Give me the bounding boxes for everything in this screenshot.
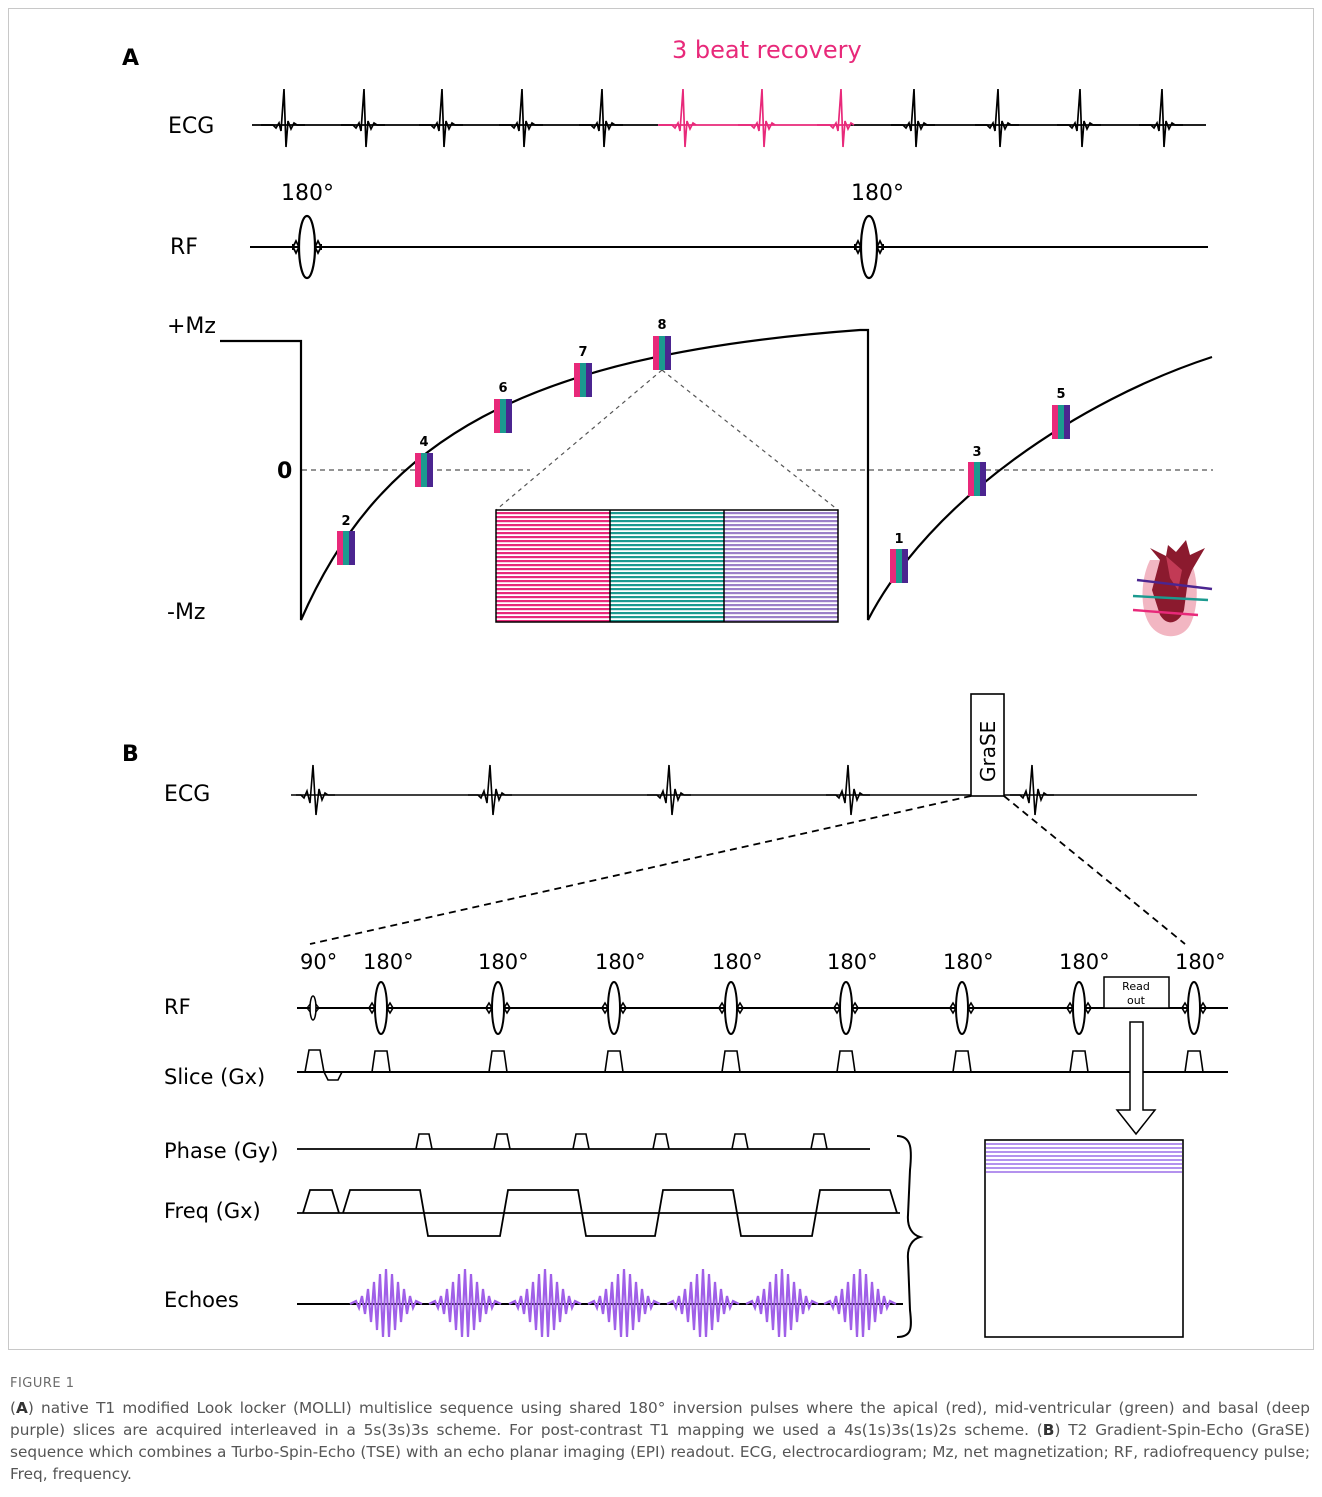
readout-number-8: 8 — [657, 318, 666, 333]
pulse-label-180-2: 180° — [478, 950, 529, 974]
readout-label-line1: Read — [1122, 980, 1150, 993]
readout-marker-2 — [337, 531, 355, 565]
mid-kspace — [610, 510, 724, 622]
readout-number-4: 4 — [419, 435, 428, 450]
caption-a-letter: A — [15, 1399, 28, 1417]
slice-crusher-gradient — [604, 1050, 624, 1073]
ecg-label-b: ECG — [164, 782, 210, 807]
figure-caption: FIGURE 1 (A) native T1 modified Look loc… — [10, 1376, 1310, 1485]
phase-gy-label: Phase (Gy) — [164, 1139, 278, 1163]
slice-gx-label: Slice (Gx) — [164, 1065, 265, 1089]
readout-number-2: 2 — [341, 514, 350, 529]
ecg-beat — [825, 764, 871, 816]
readout-number-3: 3 — [972, 445, 981, 460]
ecg-beat — [290, 764, 336, 816]
pulse-label-180-5: 180° — [827, 950, 878, 974]
pulse-label-180-4: 180° — [712, 950, 763, 974]
grase-window — [970, 693, 1005, 797]
readout-number-7: 7 — [578, 345, 587, 360]
epi-readout-gradient — [302, 1189, 898, 1237]
ecg-beat — [498, 88, 544, 148]
inversion-pulse-label-1: 180° — [281, 181, 334, 206]
caption-b-text: ) T2 Gradient-Spin-Echo (GraSE) sequence… — [10, 1421, 1310, 1483]
freq-gx-label: Freq (Gx) — [164, 1199, 261, 1223]
ecg-beat — [1138, 88, 1184, 148]
grase-label: GraSE — [976, 721, 1000, 782]
pulse-label-180-7: 180° — [1059, 950, 1110, 974]
readout-marker-1 — [890, 549, 908, 583]
mz-negative-label: -Mz — [167, 600, 205, 625]
basal-kspace — [724, 510, 838, 622]
mz-positive-label: +Mz — [167, 314, 216, 339]
ecg-beat — [1009, 764, 1055, 816]
grase-zoom-line-right — [1003, 795, 1186, 945]
readout-marker-8 — [653, 336, 671, 370]
slice-select-gradient-90 — [304, 1049, 343, 1081]
slice-crusher-gradient — [721, 1050, 741, 1073]
panel-a-letter: A — [122, 46, 139, 71]
caption-b-letter: B — [1042, 1421, 1055, 1439]
grouping-brace — [896, 1135, 924, 1338]
inversion-pulse-label-2: 180° — [851, 181, 904, 206]
readout-number-6: 6 — [498, 381, 507, 396]
ecg-recovery-beats — [659, 88, 855, 148]
readout-label-line2: out — [1127, 994, 1146, 1007]
pulse-label-180-6: 180° — [943, 950, 994, 974]
slice-crusher-gradient — [836, 1050, 856, 1073]
phase-blip — [572, 1133, 590, 1150]
rf-label-b: RF — [164, 995, 191, 1019]
kspace-filling-box — [984, 1139, 1184, 1338]
pulse-label-90: 90° — [300, 950, 337, 974]
ecg-beat — [260, 88, 306, 148]
phase-blip — [415, 1133, 433, 1150]
ecg-beat — [418, 88, 464, 148]
zero-label: 0 — [277, 459, 292, 484]
ecg-beat — [1056, 88, 1102, 148]
slice-crusher-gradient — [1184, 1050, 1204, 1073]
slice-crusher-gradient — [952, 1050, 972, 1073]
panel-b-letter: B — [122, 742, 139, 767]
ecg-beat — [646, 764, 692, 816]
caption-a-text: ) native T1 modified Look locker (MOLLI)… — [10, 1399, 1310, 1439]
interleaved-kspace-block — [495, 509, 839, 623]
readout-marker-5 — [1052, 405, 1070, 439]
readout-number-5: 5 — [1056, 387, 1065, 402]
readout-to-kspace-arrow — [1115, 1021, 1157, 1136]
rf-label-a: RF — [170, 235, 198, 260]
phase-blip — [731, 1133, 749, 1150]
three-beat-recovery-label: 3 beat recovery — [672, 36, 862, 64]
pulse-label-180-1: 180° — [363, 950, 414, 974]
slice-crusher-gradient — [371, 1050, 391, 1073]
grase-zoom-line-left — [309, 795, 972, 945]
slice-crusher-gradient — [1069, 1050, 1089, 1073]
phase-blip — [493, 1133, 511, 1150]
sequence-diagram: A 3 beat recovery ECG 180° 180° RF +Mz 0… — [122, 36, 1228, 1339]
slice-crusher-gradient — [488, 1050, 508, 1073]
ecg-beat — [890, 88, 936, 148]
readout-box — [1103, 976, 1170, 1009]
excitation-pulse-90 — [306, 995, 320, 1021]
readout-marker-4 — [415, 453, 433, 487]
figure-label: FIGURE 1 — [10, 1376, 75, 1391]
ecg-beat — [974, 88, 1020, 148]
readout-number-1: 1 — [894, 532, 903, 547]
echoes-label: Echoes — [164, 1288, 239, 1312]
ecg-beat — [467, 764, 513, 816]
pulse-label-180-8: 180° — [1175, 950, 1226, 974]
phase-blip — [652, 1133, 670, 1150]
readout-marker-3 — [968, 462, 986, 496]
readout-marker-7 — [574, 363, 592, 397]
zoom-line-right — [661, 369, 839, 511]
heart-slice-illustration — [1132, 540, 1213, 637]
figure-caption-text: (A) native T1 modified Look locker (MOLL… — [10, 1399, 1310, 1483]
apical-kspace — [496, 510, 610, 622]
phase-blip — [810, 1133, 828, 1150]
ecg-beat — [340, 88, 386, 148]
figure-frame — [8, 8, 1314, 1350]
readout-marker-6 — [494, 399, 512, 433]
pulse-label-180-3: 180° — [595, 950, 646, 974]
ecg-label-a: ECG — [168, 114, 214, 139]
ecg-beat — [578, 88, 624, 148]
